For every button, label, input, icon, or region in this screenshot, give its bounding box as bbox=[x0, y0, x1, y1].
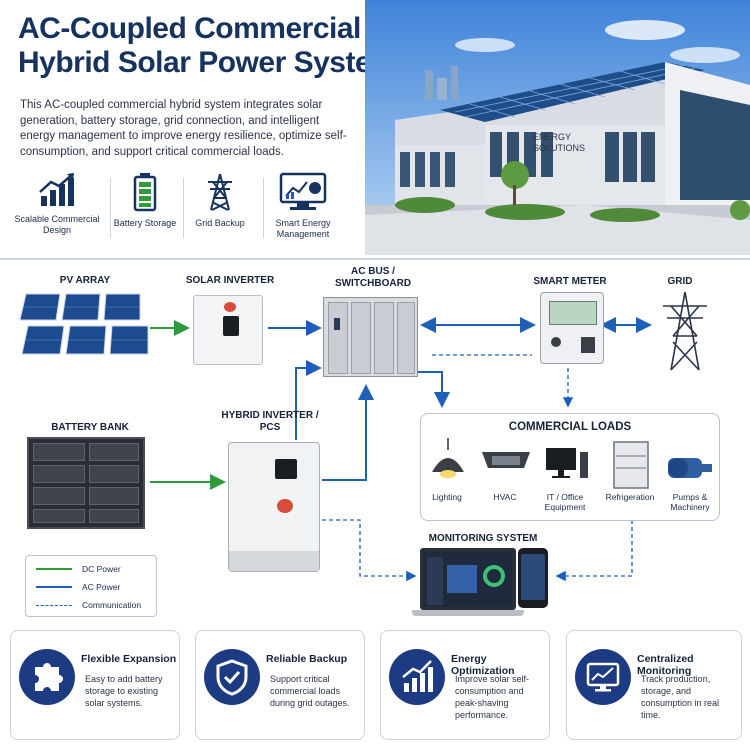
card-title: Energy Optimization bbox=[451, 653, 515, 677]
feature-battery: Battery Storage bbox=[100, 172, 190, 229]
card-reliable-backup: Reliable Backup Support critical commerc… bbox=[195, 630, 365, 740]
comm-line-monitor bbox=[555, 520, 633, 582]
hybrid-inverter-label: HYBRID INVERTER / PCS bbox=[221, 410, 319, 433]
feature-smart-energy: Smart Energy Management bbox=[258, 172, 348, 240]
card-title: Centralized Monitoring bbox=[637, 653, 694, 677]
laptop-screen bbox=[420, 548, 516, 610]
card-title: Reliable Backup bbox=[266, 653, 348, 665]
card-flexible-expansion: Flexible Expansion Easy to add battery s… bbox=[10, 630, 180, 740]
comm-line-hybrid bbox=[322, 519, 417, 582]
card-title: Flexible Expansion bbox=[81, 653, 177, 665]
commercial-loads-title: COMMERCIAL LOADS bbox=[508, 421, 632, 433]
feature-scalable: Scalable Commercial Design bbox=[12, 172, 102, 236]
feature-label: Grid Backup bbox=[195, 218, 245, 228]
section-divider bbox=[0, 258, 750, 260]
phone-device bbox=[518, 548, 548, 608]
feature-label: Battery Storage bbox=[113, 218, 177, 228]
divider bbox=[183, 178, 184, 238]
laptop-base bbox=[412, 610, 524, 616]
battery-bank-rack bbox=[27, 437, 145, 529]
puzzle-icon bbox=[19, 649, 75, 705]
page-title: AC-Coupled Commercial Hybrid Solar Power… bbox=[18, 12, 398, 79]
pv-array-label: PV ARRAY bbox=[59, 275, 111, 286]
feature-grid-backup: Grid Backup bbox=[175, 172, 265, 229]
hvac-icon bbox=[482, 452, 530, 468]
legend: DC Power AC Power Communication bbox=[25, 555, 157, 617]
smart-meter-label: SMART METER bbox=[533, 276, 607, 287]
card-description: Improve solar self-consumption and peak-… bbox=[455, 674, 530, 720]
bar-growth-icon bbox=[39, 173, 74, 206]
card-centralized-monitoring: Centralized Monitoring Track production,… bbox=[566, 630, 742, 740]
load-icons bbox=[432, 438, 712, 489]
battery-icon bbox=[133, 173, 157, 212]
ac-line-loads bbox=[418, 371, 450, 408]
feature-label: Scalable Commercial Design bbox=[14, 214, 100, 235]
grid-label: GRID bbox=[667, 276, 693, 287]
shield-check-icon bbox=[204, 649, 260, 705]
card-energy-optimization: Energy Optimization Improve solar self-c… bbox=[380, 630, 550, 740]
computer-icon bbox=[546, 448, 588, 478]
fridge-icon bbox=[613, 441, 649, 489]
solar-panel-icon bbox=[19, 293, 149, 355]
smart-meter-unit bbox=[540, 292, 604, 364]
switchboard-cabinet bbox=[323, 297, 418, 377]
divider bbox=[263, 178, 264, 238]
growth-chart-icon bbox=[389, 649, 445, 705]
monitor-icon bbox=[575, 649, 631, 705]
hybrid-inverter-unit bbox=[228, 442, 320, 572]
solar-inverter-unit bbox=[193, 295, 263, 365]
feature-label: Smart Energy Management bbox=[275, 218, 331, 239]
load-label: Refrigeration bbox=[605, 492, 655, 502]
battery-bank-label: BATTERY BANK bbox=[51, 422, 129, 433]
divider bbox=[110, 178, 111, 238]
pylon-icon bbox=[663, 291, 707, 371]
monitoring-system-label: MONITORING SYSTEM bbox=[428, 533, 538, 544]
ac-line-hybrid-up bbox=[322, 384, 374, 481]
load-label: HVAC bbox=[493, 492, 517, 502]
intro-paragraph: This AC-coupled commercial hybrid system… bbox=[20, 99, 347, 158]
card-description: Support critical commercial loads during… bbox=[270, 674, 350, 708]
ac-line-hybrid-bus bbox=[295, 360, 322, 440]
legend-dc: DC Power bbox=[82, 564, 121, 574]
legend-comm: Communication bbox=[82, 600, 142, 610]
load-label: Pumps & Machinery bbox=[670, 492, 710, 512]
pylon-icon bbox=[208, 173, 232, 211]
monitor-chart-icon bbox=[279, 172, 327, 210]
pump-icon bbox=[668, 458, 712, 478]
load-label: IT / Office Equipment bbox=[544, 492, 586, 512]
ac-bus-label: AC BUS / SWITCHBOARD bbox=[334, 266, 412, 289]
lamp-icon bbox=[432, 438, 464, 478]
card-description: Easy to add battery storage to existing … bbox=[85, 674, 163, 708]
legend-ac: AC Power bbox=[82, 582, 121, 592]
load-label: Lighting bbox=[432, 492, 462, 502]
card-description: Track production, storage, and consumpti… bbox=[641, 674, 720, 720]
solar-inverter-label: SOLAR INVERTER bbox=[185, 275, 275, 286]
